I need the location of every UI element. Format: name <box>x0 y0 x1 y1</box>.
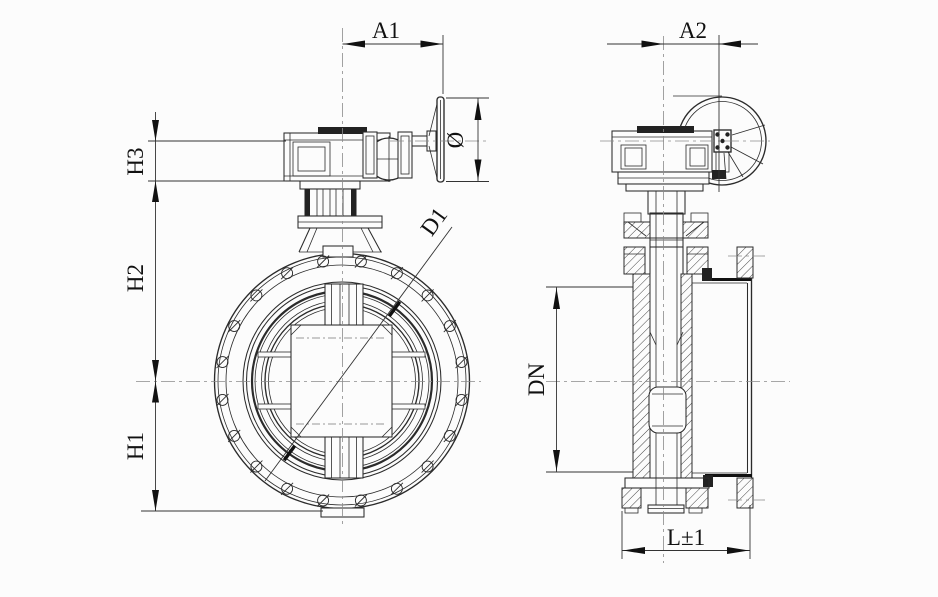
dim-h-chain: H3 H2 H1 <box>123 112 323 512</box>
dim-label-a1: A1 <box>372 18 400 43</box>
valve-neck <box>297 180 383 258</box>
dim-label-a2: A2 <box>679 18 707 43</box>
bolt-hole <box>421 460 434 473</box>
bolt-hole <box>443 319 457 333</box>
dim-length: L±1 <box>621 505 751 559</box>
bolt-hole <box>316 255 330 268</box>
bolt-hole <box>280 266 294 280</box>
body-wall-section <box>632 273 693 479</box>
body-flange-section-top <box>623 246 709 275</box>
gearbox-window-side <box>685 144 709 170</box>
stem-boss-top <box>324 283 364 326</box>
bolt-hole <box>250 460 263 473</box>
disc-hub-side <box>648 386 687 434</box>
bolt-hole <box>216 355 229 369</box>
stem-bottom-cover <box>647 504 685 514</box>
stem-boss-bottom <box>324 436 364 479</box>
dim-dn: DN <box>524 286 633 473</box>
dim-a2: A2 <box>607 18 758 48</box>
stem-side <box>649 212 684 505</box>
pipe-flange-bottom <box>736 477 754 509</box>
side-view: A2 DN L±1 <box>524 18 790 563</box>
bolt-hole <box>227 319 241 333</box>
dim-label-h2: H2 <box>123 264 148 292</box>
gearbox-side <box>611 126 713 192</box>
gear-flange-left <box>362 131 378 179</box>
dim-label-h1: H1 <box>123 432 148 460</box>
bolt-hole <box>227 429 241 443</box>
bolt-hole <box>216 393 229 407</box>
gearbox-top-cap-side <box>637 126 694 133</box>
pipe-barrel <box>692 246 765 509</box>
handwheel-front <box>412 96 445 183</box>
valve-neck-side <box>647 190 686 215</box>
gear-flange-right <box>397 131 413 179</box>
dim-diameter: Ø <box>443 97 489 182</box>
bottom-flange-section <box>621 477 710 514</box>
handwheel-hub-side <box>712 129 732 179</box>
dim-label-length: L±1 <box>667 525 705 550</box>
flange-bolt-holes <box>216 255 468 507</box>
pipe-flange-top <box>736 246 754 279</box>
bolt-hole <box>455 355 468 369</box>
bolt-hole <box>280 482 294 496</box>
front-view: D1 A1 Ø <box>123 18 490 528</box>
dim-a1: A1 <box>342 18 444 94</box>
bolt-hole <box>250 289 263 302</box>
upper-flange-section <box>623 212 709 239</box>
bolt-hole <box>443 429 457 443</box>
bolt-hole <box>421 289 434 302</box>
bolt-hole <box>390 482 404 496</box>
dim-label-diameter: Ø <box>443 132 468 149</box>
bolt-hole <box>354 494 368 507</box>
bolt-hole <box>455 393 468 407</box>
bolt-hole <box>354 255 368 268</box>
dim-label-dn: DN <box>524 363 549 397</box>
gearbox-window-side <box>620 144 647 170</box>
disc-ribs <box>257 351 426 410</box>
bolt-hole <box>390 266 404 280</box>
dim-label-h3: H3 <box>123 147 148 175</box>
bolt-hole <box>316 494 330 507</box>
gearbox-window <box>292 141 331 177</box>
disc-hub <box>290 324 393 438</box>
gearbox-front <box>283 127 413 182</box>
